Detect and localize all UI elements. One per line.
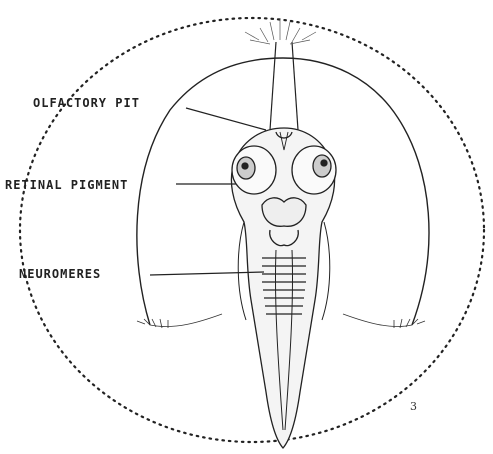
embryo-body	[231, 128, 336, 448]
olfactory-pit-label: OLFACTORY PIT	[33, 96, 140, 110]
brain-lobes	[262, 198, 306, 226]
olfactory-pit-leader	[186, 108, 266, 130]
stalk	[245, 18, 316, 130]
neuromeres-label: NEUROMERES	[19, 267, 101, 281]
neuromeres-leader	[150, 272, 264, 275]
retinal-pigment-label: RETINAL PIGMENT	[5, 178, 128, 192]
figure-number: 3	[410, 400, 417, 413]
